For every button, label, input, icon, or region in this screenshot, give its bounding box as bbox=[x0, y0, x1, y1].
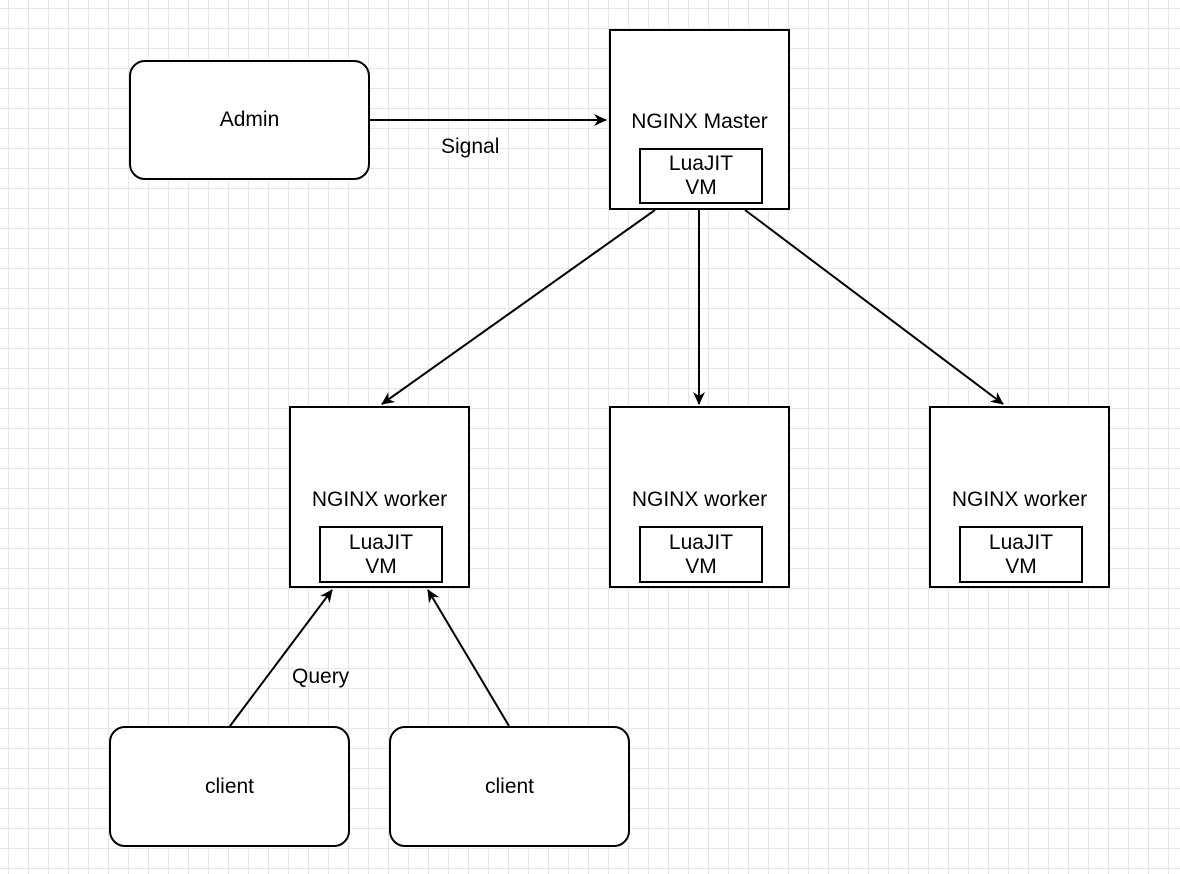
signal-edge-label: Signal bbox=[441, 135, 500, 158]
edge-master-to-worker-1 bbox=[381, 209, 656, 405]
client-2-label: client bbox=[484, 774, 535, 798]
nginx-worker-node-1[interactable]: NGINX worker LuaJIT VM bbox=[289, 406, 470, 588]
nginx-master-node[interactable]: NGINX Master LuaJIT VM bbox=[609, 29, 790, 210]
worker-1-luajit-vm-label: LuaJIT VM bbox=[348, 530, 414, 578]
edge-client-1-to-worker-1 bbox=[229, 589, 333, 727]
admin-node[interactable]: Admin bbox=[129, 60, 370, 180]
edge-master-to-worker-3 bbox=[744, 209, 1004, 405]
worker-3-luajit-vm-label: LuaJIT VM bbox=[988, 530, 1054, 578]
worker-2-luajit-vm-box: LuaJIT VM bbox=[639, 526, 763, 583]
nginx-worker-1-label: NGINX worker bbox=[311, 488, 448, 511]
worker-2-luajit-vm-label: LuaJIT VM bbox=[668, 530, 734, 578]
master-luajit-vm-box: LuaJIT VM bbox=[639, 148, 763, 204]
query-edge-label: Query bbox=[292, 665, 350, 688]
worker-1-luajit-vm-box: LuaJIT VM bbox=[319, 526, 443, 583]
master-luajit-vm-label: LuaJIT VM bbox=[668, 152, 734, 199]
nginx-worker-2-label: NGINX worker bbox=[631, 488, 768, 511]
client-node-2[interactable]: client bbox=[389, 726, 630, 847]
nginx-master-label: NGINX Master bbox=[631, 110, 768, 133]
client-1-label: client bbox=[204, 774, 255, 798]
client-node-1[interactable]: client bbox=[109, 726, 350, 847]
admin-label: Admin bbox=[219, 108, 280, 132]
worker-3-luajit-vm-box: LuaJIT VM bbox=[959, 526, 1083, 583]
nginx-worker-node-3[interactable]: NGINX worker LuaJIT VM bbox=[929, 406, 1110, 588]
nginx-worker-3-label: NGINX worker bbox=[951, 488, 1088, 511]
nginx-worker-node-2[interactable]: NGINX worker LuaJIT VM bbox=[609, 406, 790, 588]
edge-client-2-to-worker-1 bbox=[427, 589, 510, 727]
